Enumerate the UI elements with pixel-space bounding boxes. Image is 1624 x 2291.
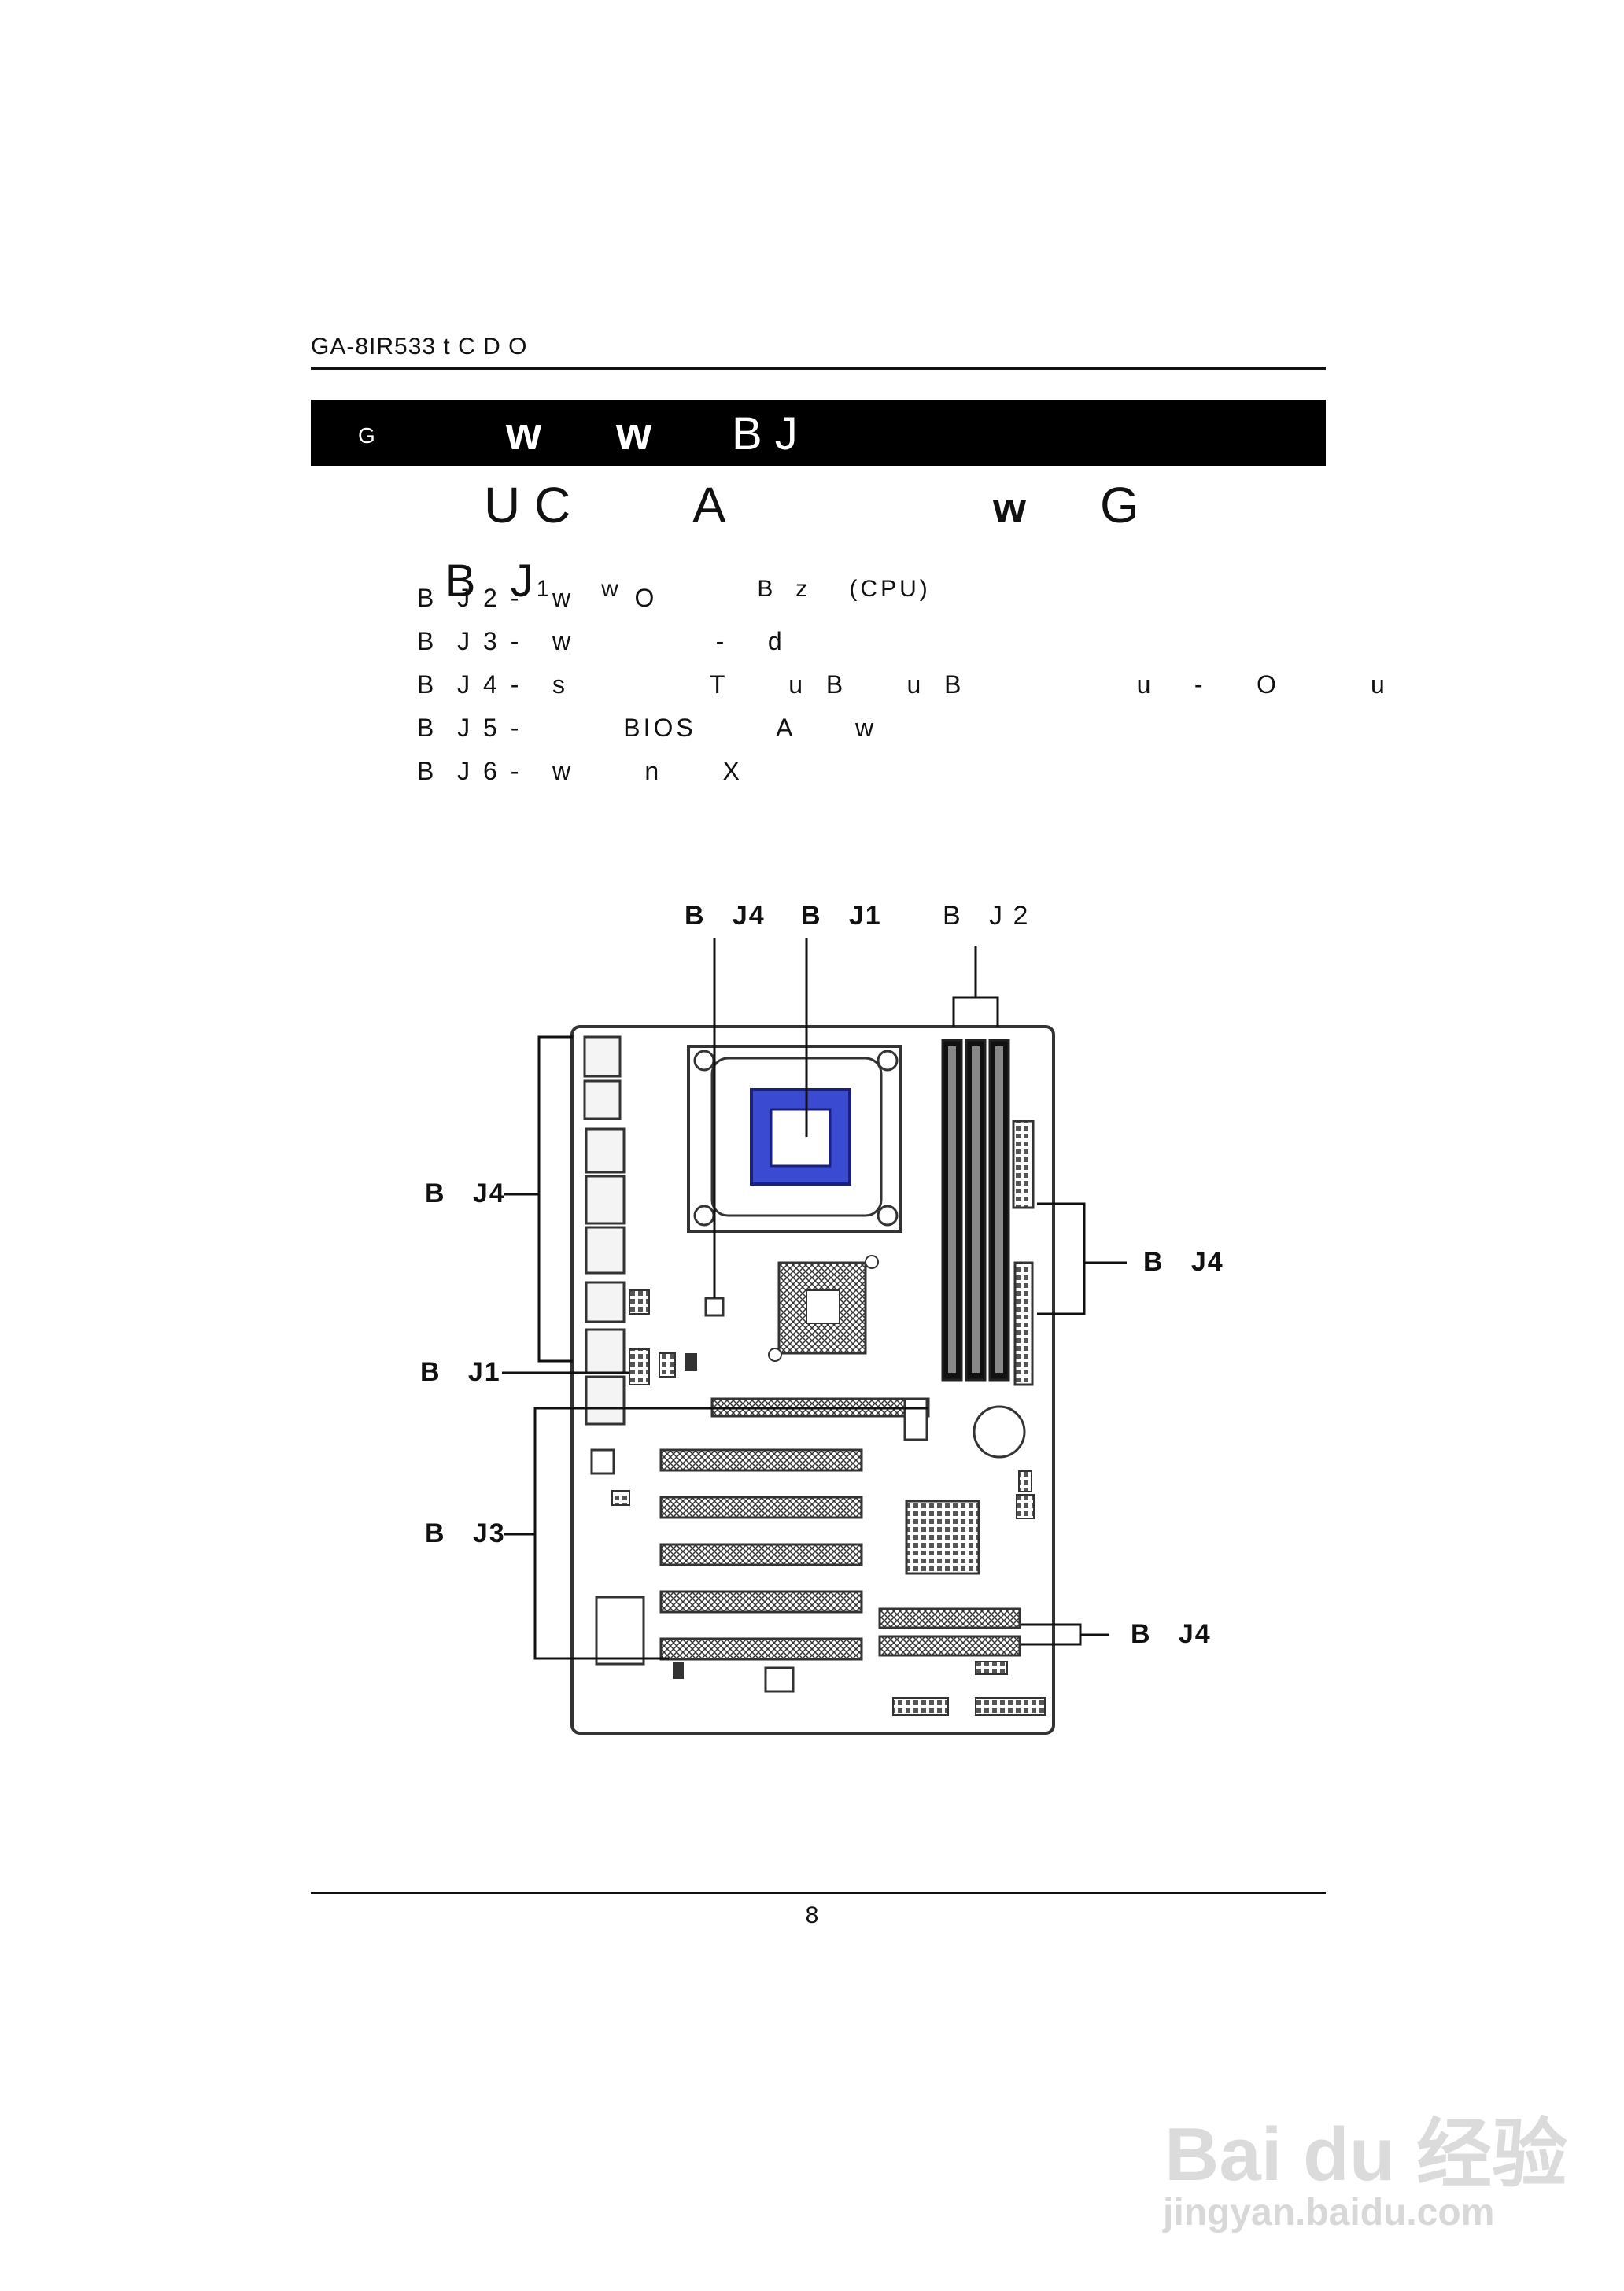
- step-1: B J1 w B z (CPU): [425, 526, 931, 607]
- section-bar-text-3: w: [616, 408, 652, 459]
- callout-left-j1: B J1: [420, 1357, 501, 1387]
- atx-power-connector: [1012, 1120, 1035, 1209]
- callout-top-j1: B J1: [801, 901, 882, 931]
- small-header-8: [975, 1661, 1008, 1675]
- step-4: B J 4 - s T u B u B u - O u: [417, 670, 1388, 699]
- callout-top-j2: B J 2: [943, 901, 1030, 931]
- small-header-2: [629, 1348, 650, 1385]
- section-bar-text-1: G: [358, 423, 375, 448]
- step-2: B J 2 - w O: [417, 584, 658, 612]
- small-header-5: [673, 1662, 684, 1679]
- southbridge-chip: [905, 1500, 980, 1575]
- pci-slots: [659, 1448, 863, 1661]
- small-header: [629, 1289, 650, 1315]
- ide-connector-1: [878, 1607, 1021, 1629]
- small-chip-3: [764, 1666, 795, 1693]
- small-header-4: [685, 1353, 697, 1371]
- section-title-bar: G w w B J: [311, 400, 1326, 466]
- step-6: B J 6 - w n X: [417, 757, 743, 785]
- small-header-7: [1016, 1494, 1035, 1519]
- cpu-socket: [687, 1045, 902, 1233]
- callout-lines: [502, 938, 1127, 1660]
- step-1-text: 1 w B z (CPU): [536, 576, 931, 602]
- small-chip-2: [611, 1490, 630, 1506]
- audio-chip: [595, 1596, 645, 1666]
- watermark-url: jingyan.baidu.com: [1163, 2192, 1495, 2234]
- rear-io-ports: [583, 1035, 626, 1426]
- step-5: B J 5 - BIOS A w: [417, 714, 877, 742]
- dimm-slots: [941, 1039, 1010, 1382]
- ide-connector-vertical: [1013, 1261, 1034, 1386]
- subheading-text-4: G: [1100, 477, 1139, 533]
- watermark-logo: Bai du 经验: [1164, 2112, 1568, 2197]
- subheading: U C A w G: [0, 476, 1624, 539]
- cpu-fan-header: [704, 1297, 725, 1317]
- chipset-heatsink: [768, 1255, 879, 1362]
- subheading-text-2: A: [692, 477, 726, 533]
- agp-latch: [903, 1397, 928, 1441]
- step-1-lead: B J: [445, 555, 537, 607]
- front-panel-header-1: [892, 1697, 949, 1716]
- small-chip: [590, 1448, 615, 1475]
- section-bar-text-4: B J: [732, 408, 798, 459]
- callout-top-j4: B J4: [685, 901, 766, 931]
- page-number: 8: [805, 1902, 819, 1928]
- section-bar-text-2: w: [506, 408, 542, 459]
- small-header-3: [659, 1352, 676, 1378]
- callout-right-j4-lower: B J4: [1131, 1619, 1212, 1649]
- front-panel-header-2: [975, 1697, 1046, 1716]
- callout-left-j3: B J3: [425, 1518, 506, 1548]
- running-header: GA-8IR533 t C D O: [311, 334, 528, 360]
- footer-rule: [311, 1892, 1326, 1894]
- callout-left-j4: B J4: [425, 1179, 506, 1208]
- header-rule: [311, 367, 1326, 370]
- small-header-6: [1018, 1470, 1032, 1492]
- callout-right-j4-upper: B J4: [1143, 1247, 1224, 1277]
- ide-connector-2: [878, 1635, 1021, 1657]
- cmos-battery: [973, 1405, 1026, 1459]
- step-3: B J 3 - w - d: [417, 627, 785, 655]
- subheading-text-1: U C: [484, 477, 571, 533]
- subheading-text-3: w: [993, 485, 1027, 532]
